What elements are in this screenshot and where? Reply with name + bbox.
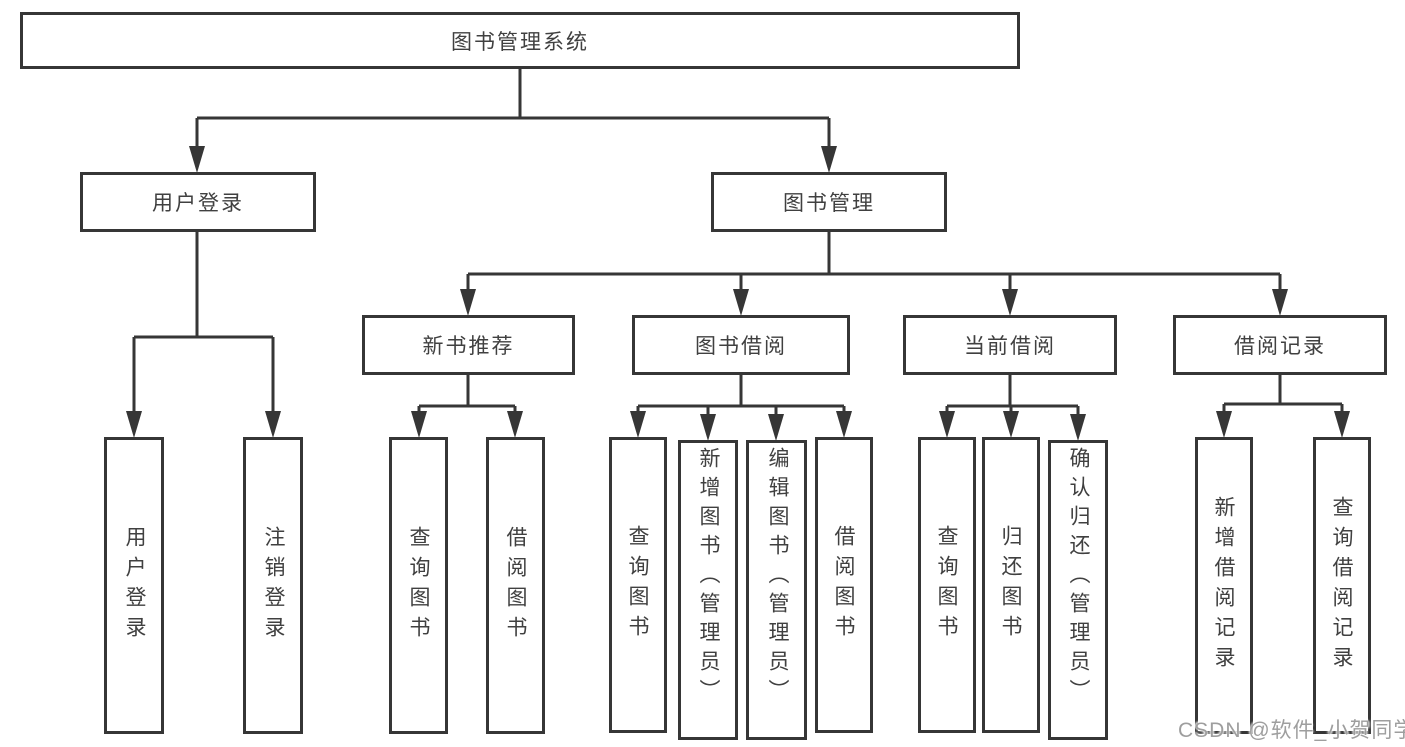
leaf-logout: 注销登录	[243, 437, 303, 734]
leaf-current-query-books: 查询图书	[918, 437, 976, 733]
watermark: CSDN @软件_小贺同学	[1178, 719, 1405, 742]
arrowheads	[126, 146, 1350, 441]
node-new-book-recommendation: 新书推荐	[362, 315, 575, 375]
leaf-borrowing-add-books-admin: 新增图书（管理员）	[678, 440, 738, 740]
leaf-user-login: 用户登录	[104, 437, 164, 734]
node-current-borrowing: 当前借阅	[903, 315, 1117, 375]
leaf-current-return-books: 归还图书	[982, 437, 1040, 733]
node-user-login: 用户登录	[80, 172, 316, 232]
leaf-borrowing-edit-books-admin: 编辑图书（管理员）	[746, 440, 807, 740]
leaf-borrowing-query-books: 查询图书	[609, 437, 667, 733]
leaf-borrowing-borrow-books: 借阅图书	[815, 437, 873, 733]
leaf-records-add-record: 新增借阅记录	[1195, 437, 1253, 734]
node-book-management: 图书管理	[711, 172, 947, 232]
leaf-recommend-borrow-books: 借阅图书	[486, 437, 545, 734]
node-borrowing-records: 借阅记录	[1173, 315, 1387, 375]
leaf-recommend-query-books: 查询图书	[389, 437, 448, 734]
leaf-records-query-record: 查询借阅记录	[1313, 437, 1371, 734]
node-root: 图书管理系统	[20, 12, 1020, 69]
leaf-current-confirm-return-admin: 确认归还（管理员）	[1048, 440, 1108, 740]
node-book-borrowing: 图书借阅	[632, 315, 850, 375]
